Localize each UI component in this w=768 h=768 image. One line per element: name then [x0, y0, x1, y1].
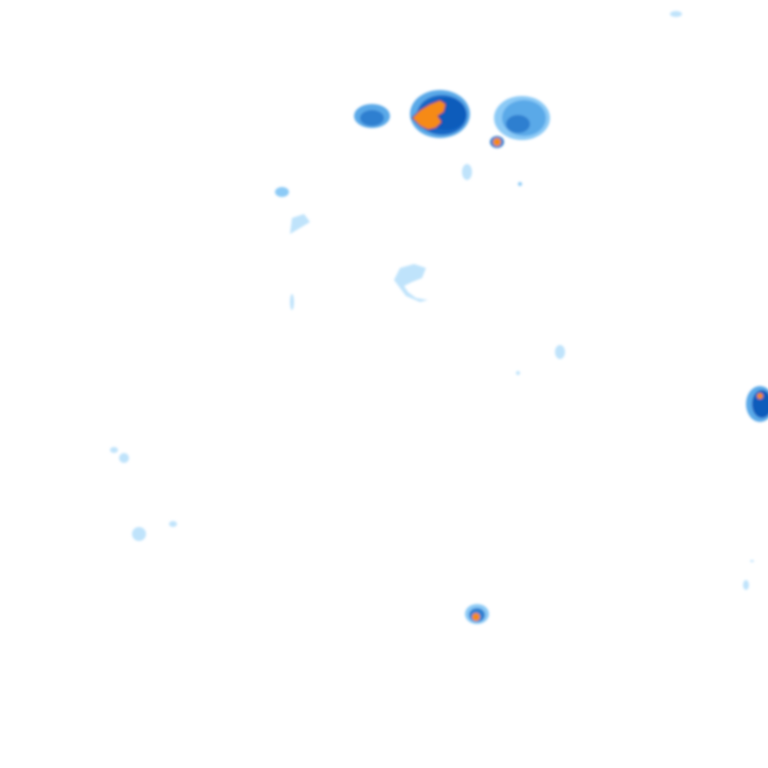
light-echo [110, 447, 118, 453]
light-echo [516, 371, 520, 375]
light-echo [119, 453, 129, 463]
light-echo [750, 560, 754, 562]
light-echo [290, 214, 310, 234]
light-echo [169, 521, 177, 527]
storm-cell-east [490, 96, 550, 148]
light-echo [518, 182, 522, 186]
storm-cell-main [410, 90, 470, 138]
storm-cell-west [354, 104, 390, 128]
light-echo [132, 527, 146, 541]
light-echo [462, 164, 472, 180]
light-echo [555, 345, 565, 359]
light-echo [670, 11, 682, 17]
light-echo [394, 264, 428, 302]
light-echo [743, 580, 749, 590]
light-echo [290, 294, 294, 310]
storm-cell-south [465, 604, 489, 624]
heavy-rain-core [411, 99, 447, 131]
storm-cell-edge-east [746, 386, 768, 422]
light-echo [275, 187, 289, 197]
